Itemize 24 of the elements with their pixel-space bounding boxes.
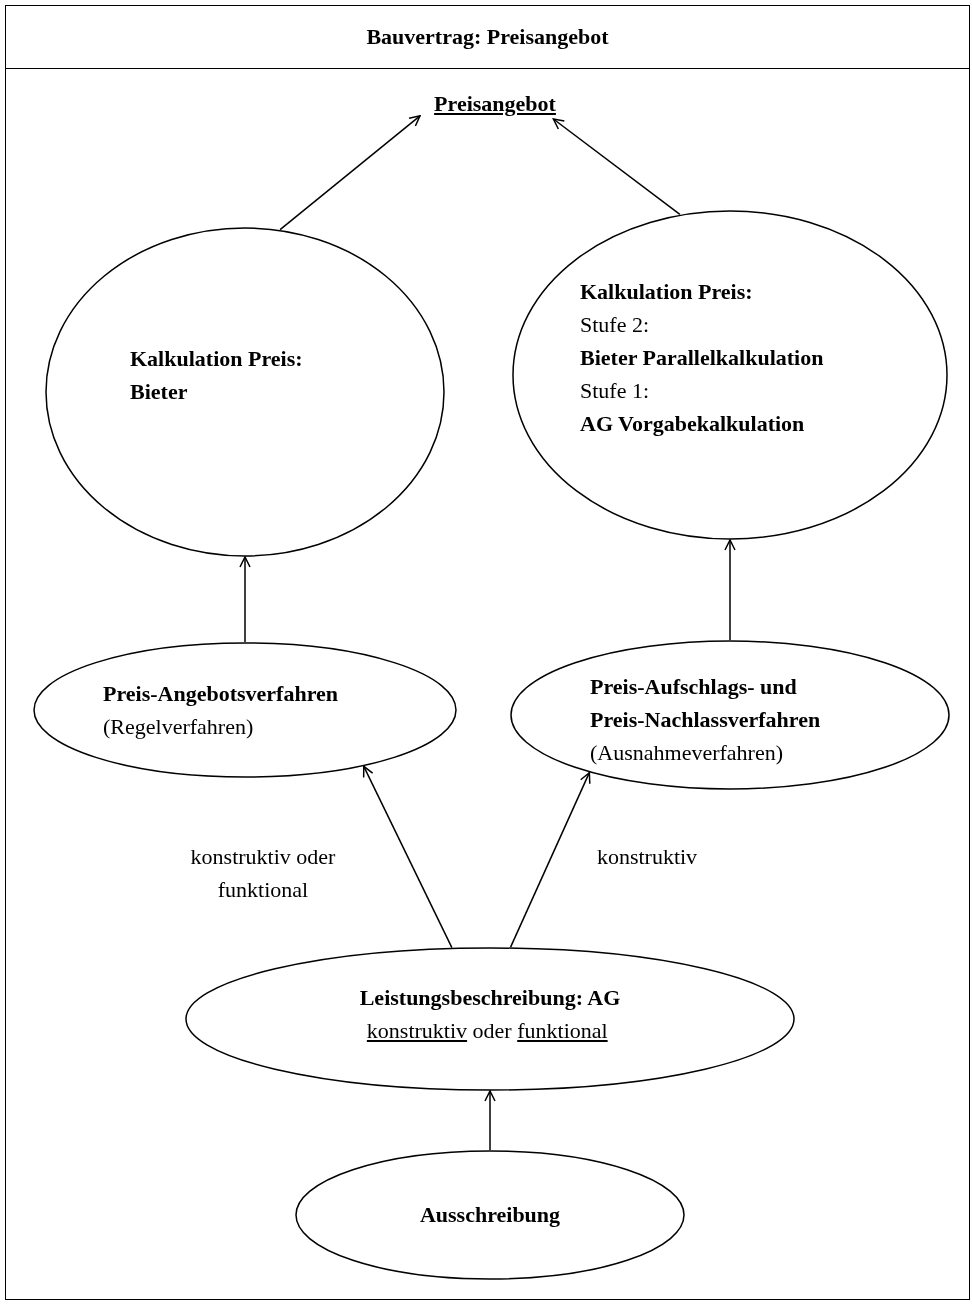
node-text: funktional <box>517 1017 608 1045</box>
node-heading: Preis-Aufschlags- und Preis-Nachlassverfahren <box>590 673 822 734</box>
arrow <box>509 771 591 948</box>
node-heading: Ausschreibung <box>418 1201 562 1229</box>
arrow <box>362 765 453 949</box>
node-text: (Regelverfahren) <box>103 713 255 741</box>
node-heading: Kalkulation Preis: Bieter <box>130 345 304 406</box>
node-text: Stufe 2: <box>580 311 651 339</box>
node-heading: Leistungsbeschreibung: AG <box>358 984 622 1012</box>
node-text: (Ausnahmeverfahren) <box>590 739 784 767</box>
node-text: Bieter Parallelkalkulation <box>580 344 825 372</box>
node-text: AG Vorgabekalkulation <box>580 410 806 438</box>
node-text: Stufe 1: <box>580 377 651 405</box>
node-text: konstruktiv <box>366 1017 468 1045</box>
node-text: oder <box>472 1017 512 1045</box>
arrow <box>239 556 251 643</box>
arrow <box>552 118 681 216</box>
arrow <box>279 115 421 231</box>
diagram-title: Bauvertrag: Preisangebot <box>365 24 610 50</box>
arrow <box>484 1090 496 1151</box>
node-heading: Preis-Angebotsverfahren <box>103 680 340 708</box>
arrow <box>724 539 736 641</box>
node-heading: Kalkulation Preis: <box>580 278 754 306</box>
node-heading: Preisangebot <box>433 90 557 118</box>
